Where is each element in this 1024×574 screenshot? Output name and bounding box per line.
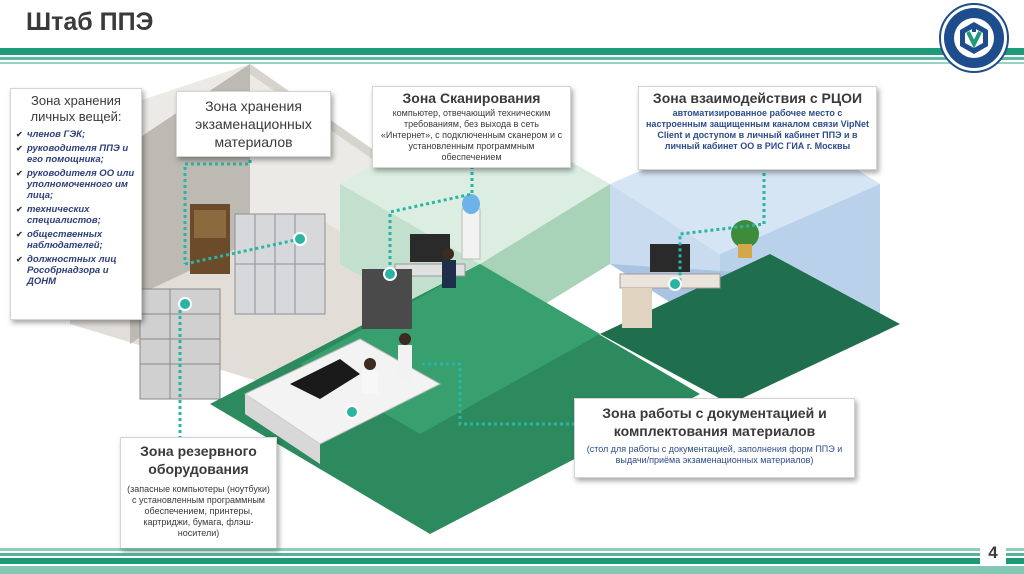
callout-title: Зона Сканирования: [402, 90, 541, 106]
footer-stripe: [0, 566, 1024, 574]
header-stripe: [0, 62, 1024, 64]
page-title: Штаб ППЭ: [26, 8, 154, 36]
callout-description: автоматизированное рабочее место с настр…: [646, 108, 869, 151]
header-stripe: [0, 57, 1024, 60]
list-item: руководителя ППЭ и его помощника;: [16, 143, 137, 165]
list-item: руководителя ОО или уполномоченного им л…: [16, 168, 137, 201]
callout-rcoi-zone: Зона взаимодействия с РЦОИ автоматизиров…: [638, 86, 877, 170]
header-stripe: [0, 48, 1024, 55]
list-item: должностных лиц Рособрнадзора и ДОНМ: [16, 254, 137, 287]
callout-title: Зона работы с документацией и комплектов…: [602, 405, 827, 439]
callout-reserve-equipment: Зона резервного оборудования (запасные к…: [120, 437, 277, 549]
callout-documents-zone: Зона работы с документацией и комплектов…: [574, 398, 855, 478]
footer-stripe: [0, 553, 1024, 556]
footer-stripe: [0, 548, 1024, 551]
callout-description: (запасные компьютеры (ноутбуки) с устано…: [127, 484, 270, 538]
footer-stripe: [0, 558, 1024, 564]
callout-personal-storage: Зона хранения личных вещей: членов ГЭК; …: [10, 88, 142, 320]
callout-scanning-zone: Зона Сканирования компьютер, отвечающий …: [372, 86, 571, 168]
quality-center-logo: [939, 3, 1009, 73]
callout-title: Зона хранения личных вещей:: [30, 93, 122, 124]
callout-title: Зона взаимодействия с РЦОИ: [652, 90, 863, 106]
callout-description: компьютер, отвечающий техническим требов…: [380, 108, 563, 162]
callout-title: Зона хранения экзаменационных материалов: [195, 98, 312, 150]
callout-description: (стол для работы с документацией, заполн…: [586, 444, 843, 465]
personal-storage-list: членов ГЭК; руководителя ППЭ и его помощ…: [11, 129, 141, 287]
callout-exam-storage: Зона хранения экзаменационных материалов: [176, 91, 331, 157]
list-item: членов ГЭК;: [16, 129, 137, 140]
page-number: 4: [980, 540, 1006, 566]
list-item: общественных наблюдателей;: [16, 229, 137, 251]
list-item: технических специалистов;: [16, 204, 137, 226]
callout-title: Зона резервного оборудования: [140, 443, 257, 477]
